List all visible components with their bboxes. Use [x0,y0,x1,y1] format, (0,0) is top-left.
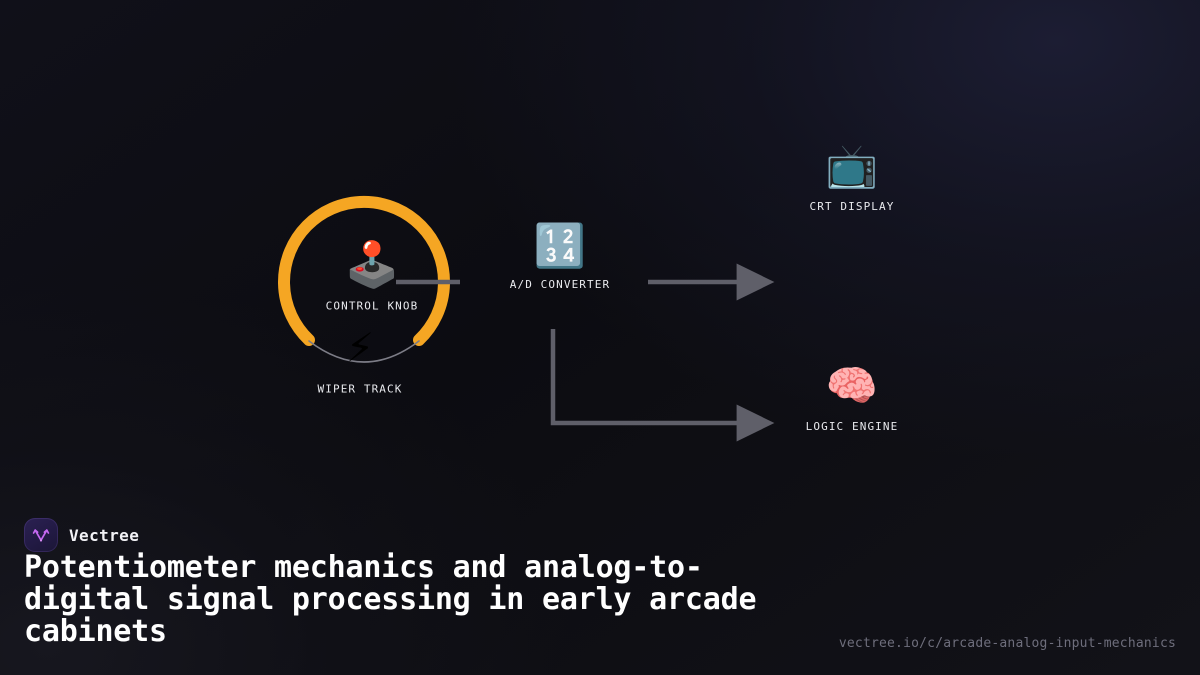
vectree-v-sprout-icon [24,518,58,552]
footer: Vectree Potentiometer mechanics and anal… [0,490,1200,675]
diagram-node-label: CONTROL KNOB [325,299,419,313]
wiper-track-arc-icon [308,340,420,363]
diagram-node-wiper-track[interactable]: ⚡ WIPER TRACK [318,329,403,396]
elbow-arrow-right-icon [550,329,775,442]
television-icon: 📺 [825,141,879,190]
brand[interactable]: Vectree [24,518,139,552]
high-voltage-icon: ⚡ [345,325,375,372]
source-url: vectree.io/c/arcade-analog-input-mechani… [838,636,1176,651]
diagram-node-control-knob[interactable]: 🕹️ CONTROL KNOB [325,239,419,313]
diagram-node-label: WIPER TRACK [317,382,403,396]
diagram-area: 🕹️ CONTROL KNOB ⚡ WIPER TRACK 🔢 A/D CONV… [278,141,899,442]
diagram-node-label: A/D CONVERTER [509,278,611,291]
page-title: Potentiometer mechanics and analog-to-di… [24,550,757,650]
brand-name: Vectree [69,525,140,545]
brain-icon: 🧠 [825,361,879,410]
joystick-icon: 🕹️ [344,239,400,291]
diagram-node-label: LOGIC ENGINE [805,420,899,433]
diagram-node-crt-display[interactable]: 📺 CRT DISPLAY [809,141,895,214]
input-numbers-icon: 🔢 [533,221,587,270]
orange-potentiometer-arc-icon [278,195,450,346]
diagram-node-logic-engine[interactable]: 🧠 LOGIC ENGINE [805,361,899,434]
diagram-node-label: CRT DISPLAY [809,200,895,213]
diagram-wires [278,195,775,442]
diagram-node-ad-converter[interactable]: 🔢 A/D CONVERTER [509,221,611,292]
